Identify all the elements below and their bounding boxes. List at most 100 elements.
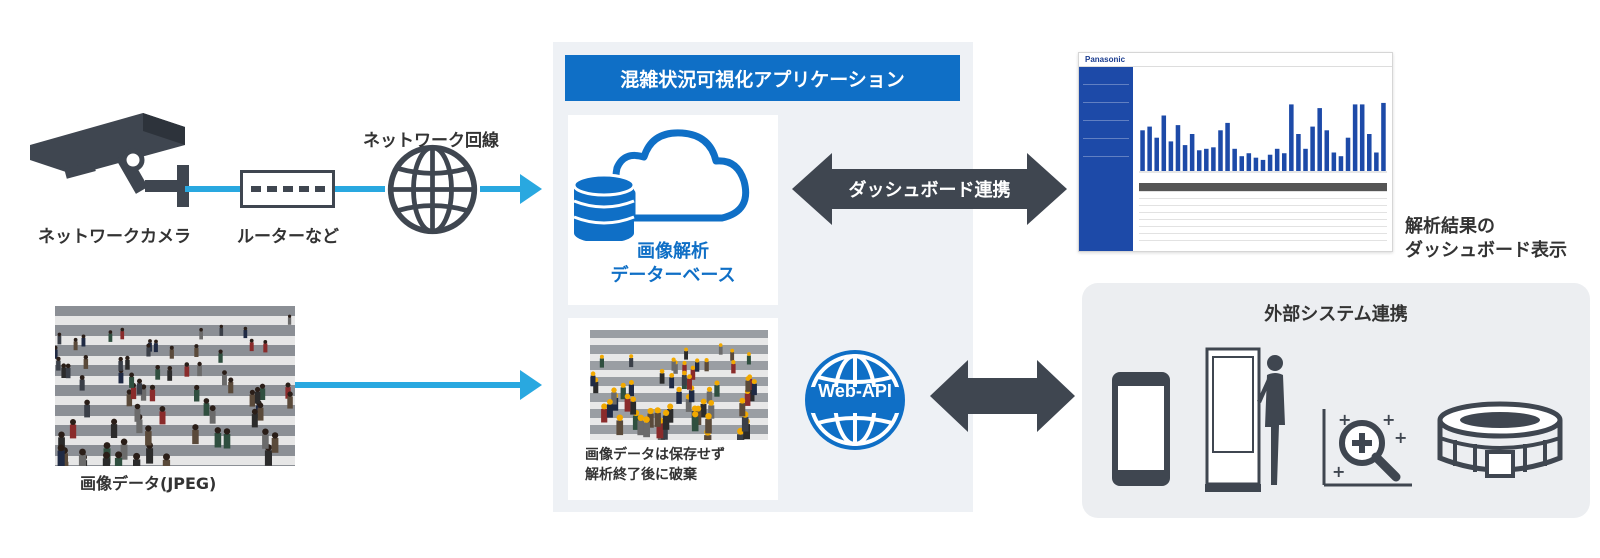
svg-text:+: + (1332, 462, 1345, 481)
pedestrian-body (120, 331, 125, 340)
pedestrian-head (739, 397, 746, 404)
image-connector (295, 382, 528, 388)
dashboard-bar (1281, 153, 1287, 171)
pedestrian-head (111, 418, 118, 425)
pedestrian-body (153, 343, 158, 353)
pedestrian-head (751, 379, 757, 385)
pedestrian-head (695, 405, 702, 412)
dashboard-bar (1374, 152, 1379, 171)
pedestrian-head (731, 360, 736, 365)
dashboard-bar (1367, 134, 1372, 171)
pedestrian-head (197, 361, 202, 367)
pedestrian-body (691, 416, 699, 432)
web-api-globe-icon (805, 350, 905, 450)
pedestrian-head (141, 384, 147, 390)
pedestrian-head (647, 407, 654, 415)
pedestrian-head (169, 345, 174, 350)
pedestrian-body (656, 423, 664, 439)
pedestrian-body (263, 343, 268, 353)
pedestrian-head (259, 383, 266, 389)
pedestrian-body (590, 375, 596, 387)
pedestrian-head (209, 405, 216, 412)
pedestrian-head (607, 399, 613, 405)
anonymized-note: 画像データは保存せず 解析終了後に破棄 (585, 445, 725, 485)
pedestrian-body (660, 424, 668, 440)
dashboard-sidebar (1079, 67, 1133, 251)
pedestrian-head (243, 326, 248, 331)
pedestrian-head (730, 348, 735, 353)
pedestrian-body (228, 382, 234, 394)
pedestrian-body (599, 358, 604, 368)
pedestrian-head (57, 332, 62, 337)
pedestrian-body (199, 331, 203, 340)
pedestrian-body (149, 389, 156, 402)
pedestrian-body (743, 424, 750, 440)
pedestrian-body (611, 392, 617, 405)
pedestrian-head (262, 428, 269, 435)
camera-icon (30, 113, 189, 207)
pedestrian-body (129, 376, 135, 388)
dashboard-bar (1225, 122, 1230, 171)
pedestrian-head (667, 403, 674, 410)
pedestrian-head (134, 403, 141, 410)
pedestrian-body (714, 385, 720, 397)
pedestrian-body (647, 413, 654, 428)
pedestrian-head (705, 413, 712, 420)
pedestrian-body (654, 412, 661, 427)
pedestrian-head (79, 375, 85, 380)
pedestrian-body (136, 383, 143, 395)
image-arrowhead (520, 370, 542, 400)
pedestrian-body (223, 434, 231, 449)
pedestrian-head (285, 382, 291, 388)
pedestrian-body (254, 391, 261, 404)
pedestrian-body (684, 351, 688, 360)
dashboard-table (1139, 183, 1387, 249)
pedestrian-body (643, 422, 650, 438)
pedestrian-body (730, 352, 735, 361)
pedestrian-head (149, 384, 156, 390)
pedestrian-head (65, 363, 71, 369)
pedestrian-body (192, 429, 199, 445)
pedestrian-body (84, 404, 90, 418)
pedestrian-head (184, 362, 190, 367)
pedestrian-head (214, 427, 221, 434)
pedestrian-head (249, 389, 255, 395)
pedestrian-head (192, 424, 199, 431)
dashboard-bar (1246, 153, 1252, 171)
pedestrian-body (118, 360, 123, 371)
pedestrian-body (197, 365, 202, 377)
pedestrian-head (61, 363, 66, 368)
pedestrian-head (57, 444, 65, 452)
dashboard-link-label: ダッシュボード連携 (848, 180, 1011, 201)
pedestrian-body (705, 418, 712, 434)
pedestrian-head (108, 330, 113, 334)
dashboard-header: Panasonic (1079, 53, 1392, 67)
globe-icon (387, 144, 478, 235)
pedestrian-body (687, 378, 692, 390)
pedestrian-body (264, 450, 272, 466)
dashboard-bar (1161, 115, 1167, 171)
pedestrian-head (695, 358, 700, 363)
pedestrian-body (659, 373, 665, 384)
dashboard-bar (1189, 134, 1195, 171)
pedestrian-head (714, 380, 720, 386)
dashboard-bar (1310, 126, 1315, 171)
pedestrian-body (739, 403, 746, 417)
dashboard-bar (1175, 125, 1181, 171)
pedestrian-body (145, 431, 152, 446)
pedestrian-body (751, 383, 757, 396)
pedestrian-head (628, 380, 634, 385)
digital-signage-icon (1205, 347, 1285, 492)
dashboard-bar-chart (1139, 102, 1387, 173)
pedestrian-head (145, 425, 152, 432)
pedestrian-body (243, 330, 248, 339)
pedestrian-head (163, 453, 170, 461)
pedestrian-head (83, 355, 88, 360)
pedestrian-head (194, 384, 200, 391)
svg-text:+: + (1394, 428, 1407, 447)
dashboard-bar (1168, 141, 1174, 171)
database-label: 画像解析 データーベース (568, 240, 778, 288)
pedestrian-head (84, 399, 90, 406)
anonymized-note-line1: 画像データは保存せず (585, 447, 725, 463)
pedestrian-head (616, 414, 623, 421)
